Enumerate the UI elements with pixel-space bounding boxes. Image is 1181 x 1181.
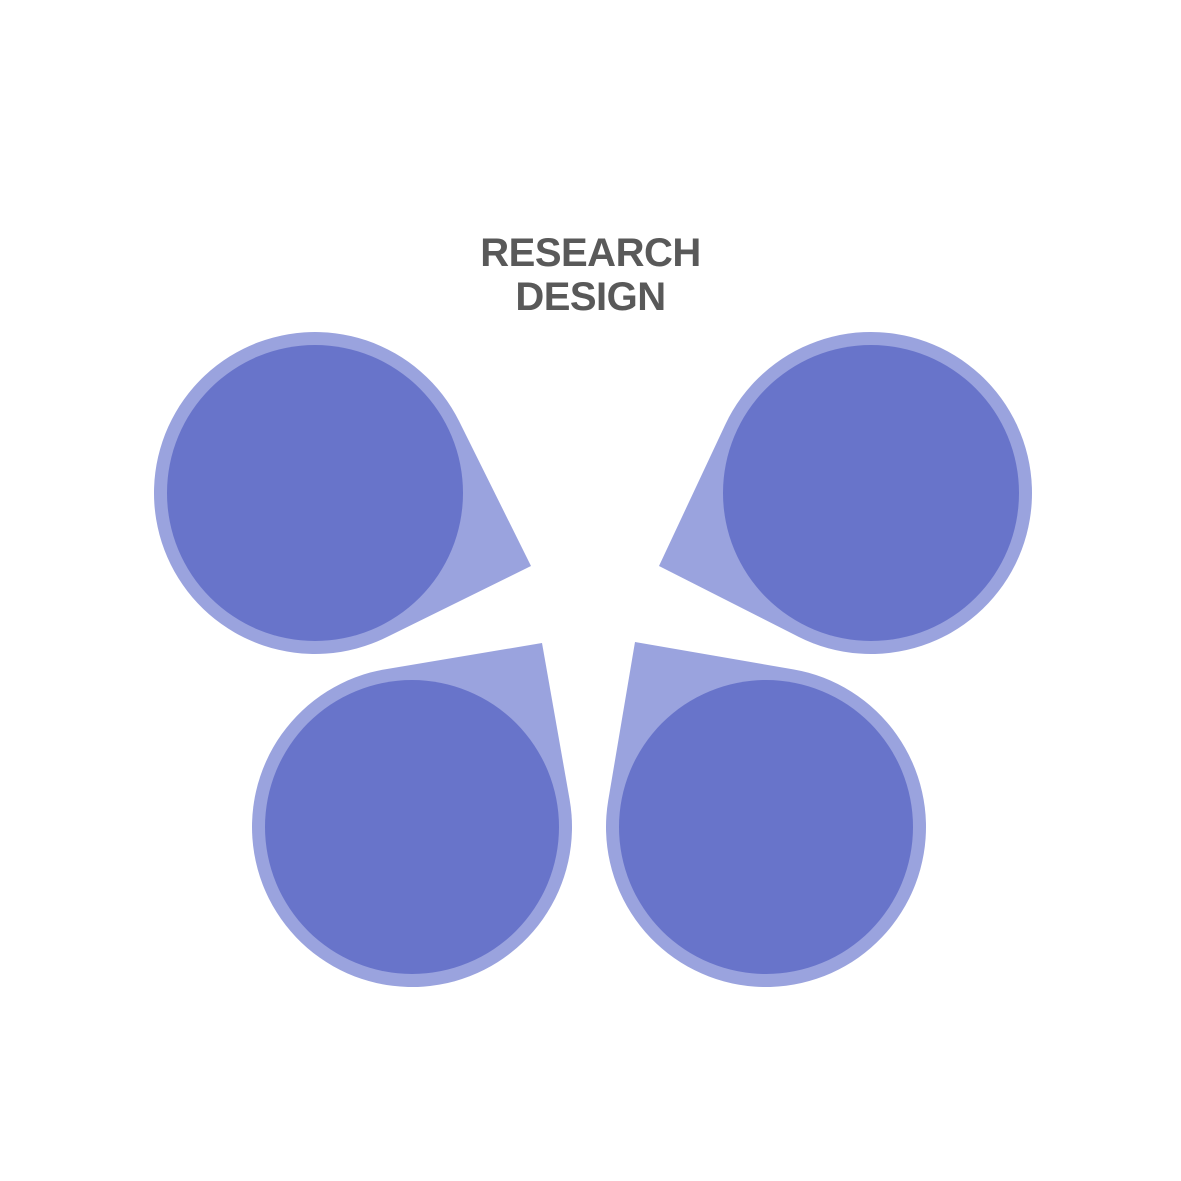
petal-bottom-right-inner-circle bbox=[619, 680, 913, 974]
diagram-title: RESEARCH DESIGN bbox=[0, 231, 1181, 319]
diagram-title-line2: DESIGN bbox=[515, 275, 666, 319]
petal-top-left bbox=[153, 332, 532, 655]
petal-top-right bbox=[659, 332, 1032, 655]
petal-top-left-inner-circle bbox=[167, 345, 463, 641]
petal-top-right-inner-circle bbox=[723, 345, 1019, 641]
diagram-title-line1: RESEARCH bbox=[480, 231, 701, 275]
petal-bottom-left bbox=[252, 643, 573, 988]
petal-bottom-right bbox=[606, 642, 927, 988]
petal-bottom-left-inner-circle bbox=[265, 680, 559, 974]
